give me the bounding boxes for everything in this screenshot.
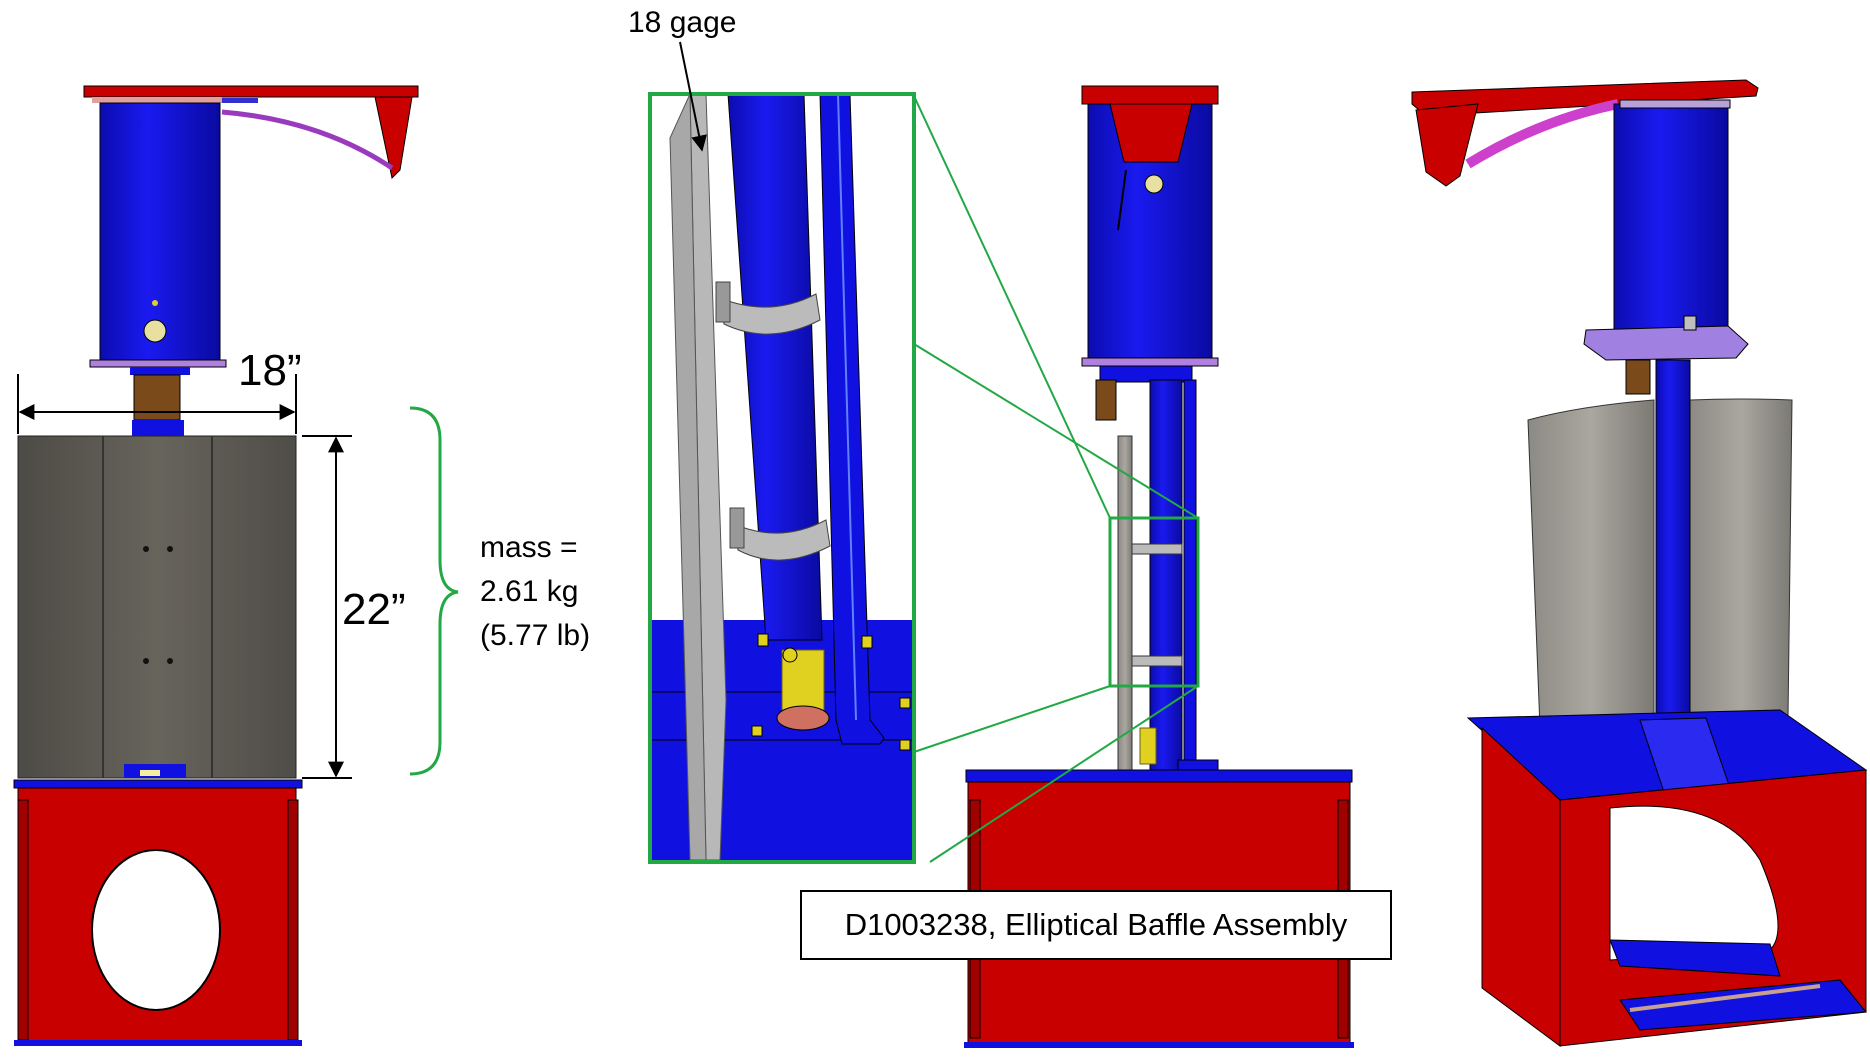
iso-column [1655, 359, 1691, 723]
side-column [1149, 379, 1183, 771]
detail-screw [899, 697, 911, 709]
base-frame-leg-left [17, 799, 29, 1041]
detail-leader-2 [913, 343, 1199, 519]
mass-line-1: mass = [480, 531, 578, 564]
housing-flange [89, 359, 227, 368]
gage-label: 18 gage [628, 6, 737, 39]
detail-nut [776, 705, 830, 731]
side-column-foot [1177, 759, 1219, 771]
detail-clamp-lower [733, 519, 831, 561]
iso-base-bottom-plate [1619, 979, 1867, 1031]
iso-housing-cap [1619, 99, 1731, 109]
top-plate [83, 85, 419, 98]
detail-clamp-lower-tab [729, 507, 745, 549]
isometric-view [1411, 79, 1868, 1047]
side-base-top-plate [965, 769, 1353, 783]
detail-bolt-head [782, 647, 798, 663]
detail-screw [861, 635, 873, 649]
base-frame-leg-right [287, 799, 299, 1041]
iso-baffle-right [1689, 398, 1793, 721]
detail-clamp-upper [719, 293, 821, 335]
iso-baffle-left [1527, 399, 1655, 729]
side-mount-bracket [1095, 379, 1117, 421]
detail-rail [819, 93, 885, 745]
iso-housing-port [1683, 315, 1697, 331]
detail-frame [648, 92, 916, 864]
mass-annotation: mass = 2.61 kg (5.77 lb) [480, 526, 590, 658]
detail-screw [751, 725, 763, 737]
top-arm-bracket [374, 96, 413, 180]
elliptical-opening [91, 849, 221, 1011]
part-number-text: D1003238, Elliptical Baffle Assembly [844, 907, 1348, 942]
motor-housing [99, 102, 221, 362]
housing-screw [152, 300, 158, 306]
detail-leader-3 [913, 685, 1111, 753]
rivet [143, 546, 149, 552]
detail-inset [648, 41, 916, 864]
side-flange [1081, 357, 1219, 367]
detail-screw [757, 633, 769, 647]
height-dimension-label: 22” [342, 585, 406, 634]
mount-bracket [133, 374, 181, 421]
mass-brace [409, 406, 459, 776]
detail-leader-4 [929, 685, 1199, 863]
side-top-cap [1081, 85, 1219, 105]
iso-mount-bracket [1625, 359, 1651, 395]
baffle-plate [17, 435, 297, 779]
baffle-clamp-label [140, 770, 160, 776]
side-column-rail [1183, 379, 1197, 771]
side-housing-port [1144, 174, 1164, 194]
iso-base-diagonal [1629, 984, 1821, 1012]
side-spring [1139, 727, 1157, 765]
detail-leader-1 [913, 95, 1111, 519]
iso-inner-floor [1609, 939, 1781, 977]
detail-marker [1108, 516, 1200, 688]
part-number-label: D1003238, Elliptical Baffle Assembly [800, 890, 1392, 960]
mass-line-3: (5.77 lb) [480, 619, 591, 652]
base-top-plate [13, 779, 303, 789]
iso-top-arm [1415, 103, 1479, 187]
detail-rail-highlight [837, 93, 857, 721]
flange-mount [130, 367, 190, 375]
detail-clamp-upper-tab [715, 281, 731, 323]
iso-flange [1583, 325, 1749, 361]
side-base-bottom-plate [964, 1042, 1354, 1048]
housing-port [143, 319, 167, 343]
side-clamp-lower [1131, 655, 1183, 667]
iso-top-plate [1411, 79, 1759, 117]
side-baffle-plate [1117, 435, 1133, 775]
rivet [167, 658, 173, 664]
width-dimension-label: 18” [238, 346, 302, 395]
side-clamp-upper [1131, 543, 1183, 555]
top-plate-underside [92, 97, 222, 103]
mass-line-2: 2.61 kg [480, 575, 579, 608]
rivet [167, 546, 173, 552]
side-top-block-front [1109, 103, 1193, 163]
side-flange-mount [1099, 365, 1193, 383]
front-view [13, 85, 459, 1046]
gage-leader [679, 41, 707, 152]
support-arm [221, 109, 394, 171]
iso-motor-housing [1613, 103, 1729, 341]
side-housing-line [1117, 169, 1127, 231]
arm-clip [222, 98, 258, 103]
rivet [143, 658, 149, 664]
base-bottom-plate [14, 1040, 302, 1046]
iso-support-arm [1465, 99, 1620, 169]
shaft-collar [132, 420, 184, 436]
detail-screw [899, 739, 911, 751]
iso-elliptical-opening [1609, 805, 1779, 961]
